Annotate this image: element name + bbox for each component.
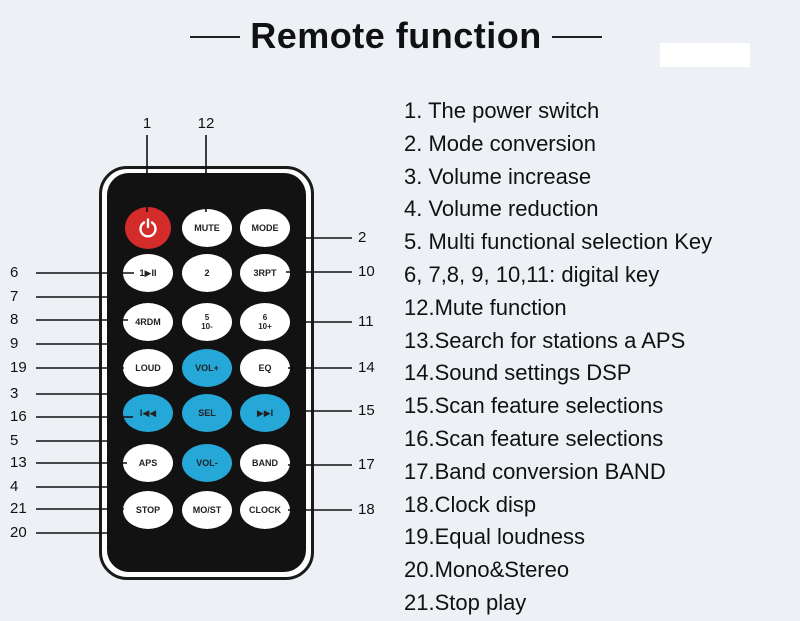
remote-button-loud[interactable]: LOUD — [123, 349, 173, 387]
remote-button-4rdm[interactable]: 4RDM — [123, 303, 173, 341]
legend-item: 2. Mode conversion — [404, 130, 596, 156]
blank-patch — [660, 43, 750, 67]
button-label: BAND — [252, 457, 278, 468]
callout-number: 21 — [10, 500, 27, 517]
legend-item: 17.Band conversion BAND — [404, 458, 666, 484]
page-title: Remote function — [250, 15, 542, 56]
title-rule-left — [190, 36, 240, 38]
legend-item: 4. Volume reduction — [404, 196, 599, 222]
legend-item: 14.Sound settings DSP — [404, 360, 632, 386]
callout-number: 20 — [10, 524, 27, 541]
power-button[interactable] — [125, 207, 171, 249]
callout-number: 19 — [10, 359, 27, 376]
button-label: LOUD — [135, 362, 161, 373]
callout-number: 6 — [10, 264, 19, 281]
legend-item: 5. Multi functional selection Key — [404, 229, 713, 255]
callout-number: 18 — [358, 501, 375, 518]
callout-number: 7 — [10, 288, 19, 305]
legend-item: 16.Scan feature selections — [404, 425, 664, 451]
remote-button-sel[interactable]: SEL — [182, 394, 232, 432]
button-label: 2 — [204, 267, 210, 278]
remote-button-vol[interactable]: VOL- — [182, 444, 232, 482]
callout-number: 14 — [358, 359, 375, 376]
callout-number: 12 — [197, 115, 215, 132]
remote-button-5-10[interactable]: 5 10- — [182, 303, 232, 341]
remote-button-aps[interactable]: APS — [123, 444, 173, 482]
legend-item: 12.Mute function — [404, 294, 567, 320]
title-block: Remote function — [0, 14, 800, 58]
remote-button-1-ii[interactable]: 1▶II — [123, 254, 173, 292]
button-label: SEL — [198, 407, 216, 418]
callout-number: 15 — [358, 402, 375, 419]
callout-number: 4 — [10, 478, 19, 495]
button-label: MO/ST — [192, 504, 222, 515]
legend-item: 13.Search for stations a APS — [404, 327, 686, 353]
button-label: 4RDM — [135, 316, 161, 327]
legend-item: 21.Stop play — [404, 589, 527, 615]
callout-number: 5 — [10, 432, 19, 449]
button-label: ▶▶I — [256, 407, 274, 418]
callout-number: 2 — [358, 229, 367, 246]
legend-item: 1. The power switch — [404, 98, 600, 123]
callout-number: 1 — [142, 115, 152, 132]
button-label: APS — [138, 457, 158, 468]
remote-button-2[interactable]: 2 — [182, 254, 232, 292]
remote-button-mute[interactable]: MUTE — [182, 209, 232, 247]
remote-button-clock[interactable]: CLOCK — [240, 491, 290, 529]
legend-item: 20.Mono&Stereo — [404, 557, 570, 583]
callout-number: 13 — [10, 454, 27, 471]
remote-button-stop[interactable]: STOP — [123, 491, 173, 529]
button-label: 1▶II — [139, 267, 157, 278]
button-label: 5 10- — [201, 313, 213, 331]
callout-number: 16 — [10, 408, 27, 425]
button-label: 3RPT — [253, 267, 277, 278]
function-legend: 1. The power switch 2. Mode conversion 3… — [404, 96, 796, 621]
legend-item: 3. Volume increase — [404, 163, 592, 189]
button-label: CLOCK — [249, 504, 281, 515]
legend-item: 18.Clock disp — [404, 491, 537, 517]
remote-button-eq[interactable]: EQ — [240, 349, 290, 387]
remote-button-vol[interactable]: VOL+ — [182, 349, 232, 387]
legend-item: 15.Scan feature selections — [404, 393, 664, 419]
button-label: MUTE — [194, 222, 220, 233]
callout-number: 10 — [358, 263, 375, 280]
remote-button-6-10[interactable]: 6 10+ — [240, 303, 290, 341]
button-label: I◀◀ — [139, 407, 157, 418]
button-label: EQ — [258, 362, 272, 373]
button-label: 6 10+ — [258, 313, 272, 331]
callout-number: 3 — [10, 385, 19, 402]
button-label: VOL- — [196, 457, 218, 468]
remote-button-i[interactable]: ▶▶I — [240, 394, 290, 432]
callout-number: 17 — [358, 456, 375, 473]
remote-button-band[interactable]: BAND — [240, 444, 290, 482]
power-icon — [139, 218, 157, 238]
remote-button-i[interactable]: I◀◀ — [123, 394, 173, 432]
button-label: MODE — [251, 222, 279, 233]
remote-button-3rpt[interactable]: 3RPT — [240, 254, 290, 292]
legend-item: 6, 7,8, 9, 10,11: digital key — [404, 261, 660, 287]
title-rule-right — [552, 36, 602, 38]
legend-item: 19.Equal loudness — [404, 524, 586, 550]
callout-number: 8 — [10, 311, 19, 328]
button-label: VOL+ — [195, 362, 219, 373]
callout-number: 11 — [358, 313, 374, 330]
remote-button-mode[interactable]: MODE — [240, 209, 290, 247]
remote-button-mo-st[interactable]: MO/ST — [182, 491, 232, 529]
button-label: STOP — [135, 504, 161, 515]
callout-number: 9 — [10, 335, 19, 352]
